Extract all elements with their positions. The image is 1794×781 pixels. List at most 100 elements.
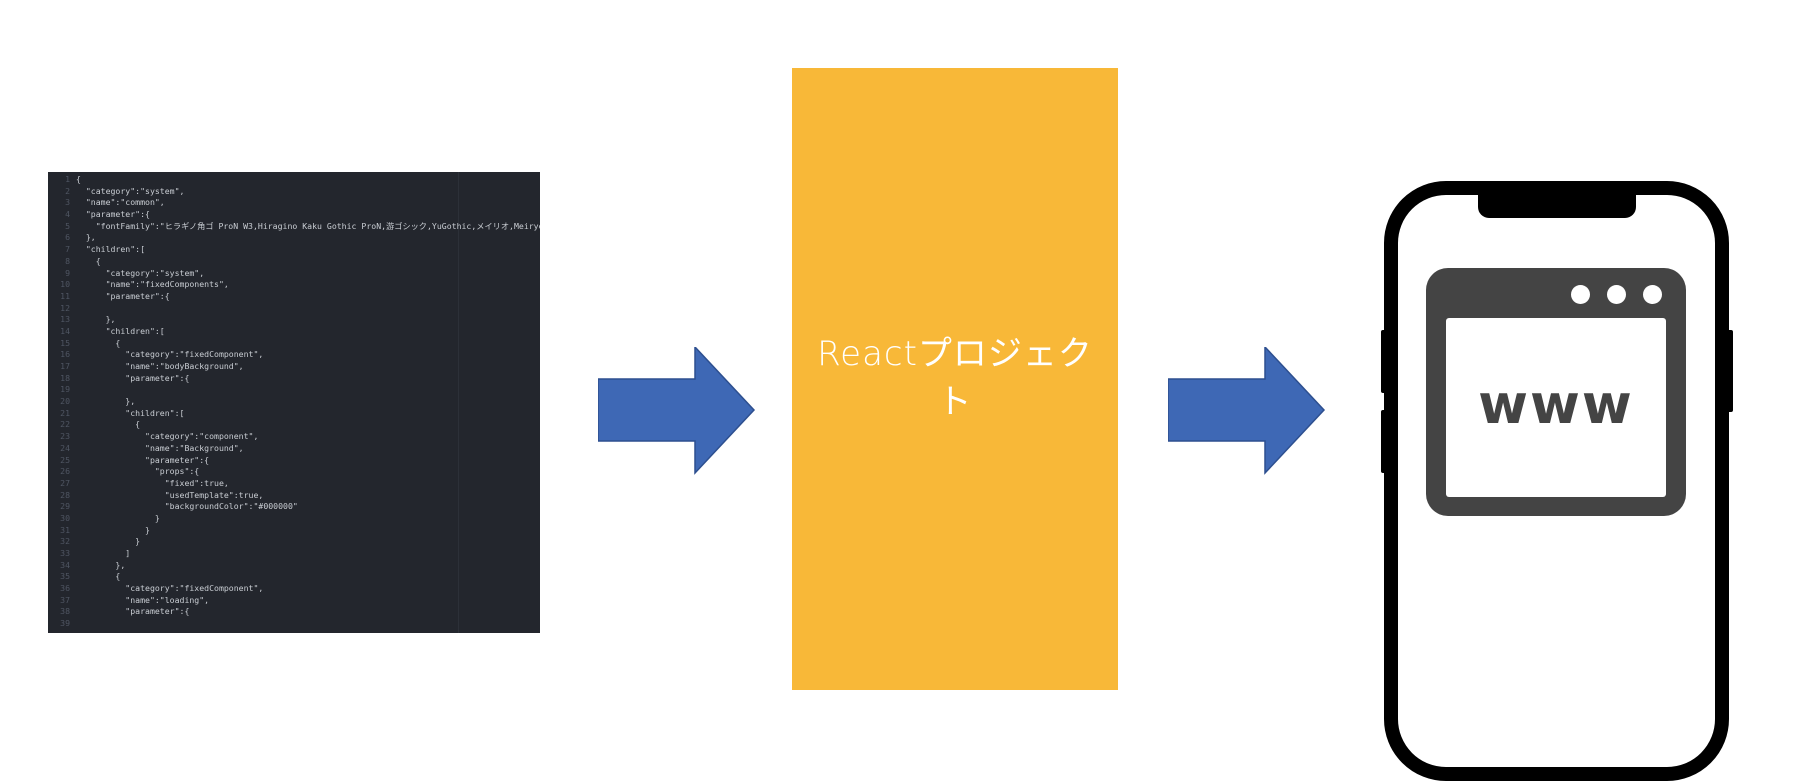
code-text: "children":[ [76,244,146,255]
line-number: 21 [60,407,70,418]
line-number: 32 [60,536,70,547]
code-text: "fontFamily":"ヒラギノ角ゴ ProN W3,Hiragino Ka… [76,220,540,231]
code-line: 33 ] [48,548,540,560]
line-number: 4 [65,209,70,220]
line-number: 6 [65,232,70,243]
line-number: 34 [60,559,70,570]
line-number: 29 [60,501,70,512]
code-line: 32 } [48,536,540,548]
code-lines: 1{2 "category":"system",3 "name":"common… [48,174,540,630]
right-arrow-icon [598,347,756,475]
code-line: 11 "parameter":{ [48,291,540,303]
line-number: 16 [60,349,70,360]
code-line: 2 "category":"system", [48,186,540,198]
line-number: 25 [60,454,70,465]
browser-content: www [1446,318,1666,497]
line-number: 18 [60,372,70,383]
code-text: "parameter":{ [76,454,210,465]
code-line: 3 "name":"common", [48,197,540,209]
line-number: 7 [65,244,70,255]
line-number: 26 [60,466,70,477]
code-line: 9 "category":"system", [48,268,540,280]
code-line: 15 { [48,338,540,350]
editor-divider [458,172,459,633]
code-line: 29 "backgroundColor":"#000000" [48,501,540,513]
window-dot-icon [1607,285,1626,304]
code-line: 36 "category":"fixedComponent", [48,583,540,595]
code-line: 19 [48,384,540,396]
code-text: } [76,524,150,535]
code-text: "name":"common", [76,197,165,208]
code-text: { [76,174,81,184]
code-text: "parameter":{ [76,209,150,220]
code-text: "props":{ [76,466,200,477]
line-number: 2 [65,185,70,196]
code-line: 12 [48,303,540,315]
line-number: 38 [60,606,70,617]
code-line: 10 "name":"fixedComponents", [48,279,540,291]
line-number: 3 [65,197,70,208]
react-project-box: Reactプロジェクト [792,68,1118,690]
react-project-label: Reactプロジェクト [817,334,1093,422]
right-arrow-icon [1168,347,1326,475]
code-line: 14 "children":[ [48,326,540,338]
line-number: 10 [60,279,70,290]
code-line: 13 }, [48,314,540,326]
phone-side-button [1381,410,1386,473]
code-text: } [76,512,160,523]
line-number: 20 [60,396,70,407]
line-number: 12 [60,302,70,313]
code-line: 38 "parameter":{ [48,606,540,618]
code-line: 35 { [48,571,540,583]
code-text: }, [76,396,136,407]
code-text: "category":"fixedComponent", [76,349,264,360]
code-text: { [76,419,141,430]
line-number: 13 [60,314,70,325]
code-line: 27 "fixed":true, [48,478,540,490]
code-line: 28 "usedTemplate":true, [48,490,540,502]
code-line: 24 "name":"Background", [48,443,540,455]
code-line: 18 "parameter":{ [48,373,540,385]
code-line: 8 { [48,256,540,268]
code-text: }, [76,314,116,325]
line-number: 33 [60,548,70,558]
line-number: 19 [60,384,70,395]
code-text: "parameter":{ [76,290,170,301]
code-line: 37 "name":"loading", [48,595,540,607]
code-text: "name":"bodyBackground", [76,361,244,371]
code-text: "children":[ [76,325,165,336]
line-number: 24 [60,442,70,453]
line-number: 5 [65,220,70,231]
code-text: }, [76,559,126,570]
www-label: www [1478,373,1634,436]
code-line: 30 } [48,513,540,525]
code-line: 39 [48,618,540,630]
code-line: 23 "category":"component", [48,431,540,443]
code-text: "category":"component", [76,431,259,442]
code-text: "children":[ [76,407,185,418]
line-number: 15 [60,337,70,348]
line-number: 31 [60,524,70,535]
code-text: "category":"fixedComponent", [76,583,264,594]
code-line: 20 }, [48,396,540,408]
browser-window-icon: www [1426,268,1686,516]
line-number: 17 [60,361,70,371]
code-text: }, [76,232,96,243]
code-text: "category":"system", [76,267,205,278]
window-dot-icon [1571,285,1590,304]
code-text: "usedTemplate":true, [76,489,264,500]
code-text: "fixed":true, [76,477,229,488]
phone-side-button [1381,330,1386,393]
line-number: 35 [60,571,70,582]
code-line: 25 "parameter":{ [48,455,540,467]
line-number: 39 [60,618,70,629]
line-number: 11 [60,290,70,301]
code-line: 16 "category":"fixedComponent", [48,349,540,361]
code-text: "name":"loading", [76,594,210,605]
line-number: 22 [60,419,70,430]
code-text: } [76,536,141,547]
code-text: "backgroundColor":"#000000" [76,501,298,512]
line-number: 14 [60,325,70,336]
line-number: 1 [65,174,70,184]
code-text: ] [76,548,131,558]
